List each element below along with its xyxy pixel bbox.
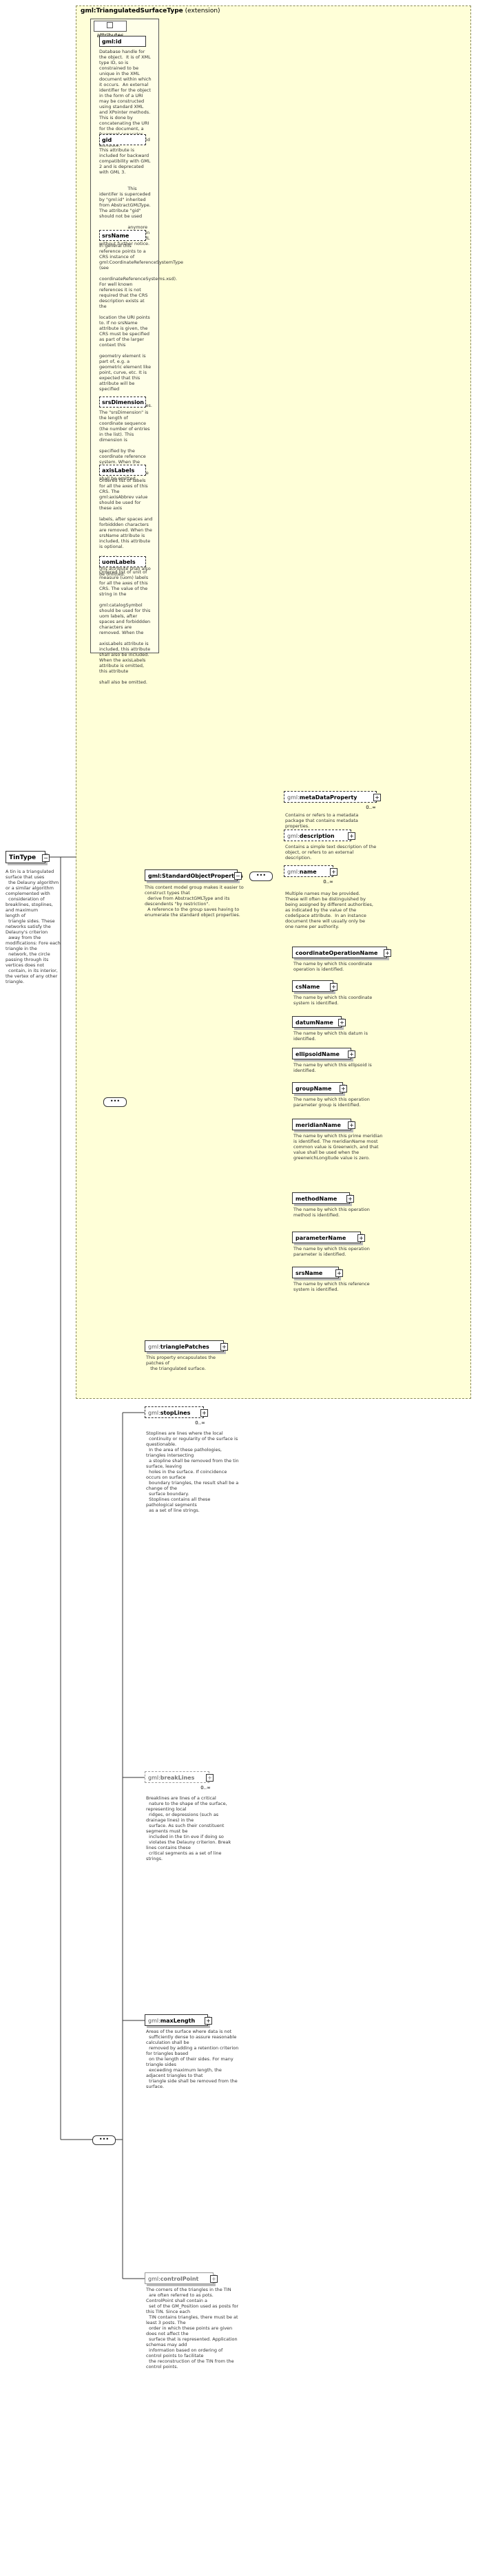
element-srsname[interactable]: srsName + <box>292 1267 343 1278</box>
attribute-gml-id[interactable]: gml:id <box>99 36 146 47</box>
expand-icon[interactable]: + <box>330 983 337 991</box>
element-description-node[interactable]: gml:description + <box>284 830 355 841</box>
expand-icon[interactable]: + <box>348 1121 355 1129</box>
expand-icon[interactable]: + <box>338 1019 346 1026</box>
element-description: Multiple names may be provided. These wi… <box>285 891 375 929</box>
expand-icon[interactable]: + <box>206 1774 214 1782</box>
sequence-compositor[interactable]: ••• <box>249 872 273 881</box>
expand-icon[interactable]: + <box>348 1051 355 1058</box>
cardinality-label: 0..∞ <box>323 879 333 885</box>
element-description: The name by which this coordinate system… <box>293 995 374 1006</box>
element-description: Stoplines are lines where the local cont… <box>146 1430 239 1513</box>
element-description: The name by which this operation paramet… <box>293 1246 371 1257</box>
expand-icon[interactable]: + <box>210 2275 218 2283</box>
element-description: The name by which this prime meridian is… <box>293 1133 383 1161</box>
element-description: The name by which this datum is identifi… <box>293 1031 370 1042</box>
expand-icon[interactable]: + <box>384 949 391 957</box>
type-derivation: (extension) <box>185 8 220 14</box>
element-description: The name by which this reference system … <box>293 1281 371 1292</box>
attribute-gid[interactable]: gid <box>99 134 146 145</box>
expand-icon[interactable]: − <box>42 854 50 862</box>
element-description: The name by which this ellipsoid is iden… <box>293 1062 373 1073</box>
element-trianglepatches[interactable]: gml:trianglePatches + <box>145 1340 228 1352</box>
element-description: Contains or refers to a metadata package… <box>285 812 360 829</box>
attribute-srsdimension[interactable]: srsDimension <box>99 397 146 408</box>
group-label: gml:StandardObjectProperties <box>148 873 243 879</box>
element-description: Areas of the surface where data is not s… <box>146 2029 239 2089</box>
standard-object-properties-description: This content model group makes it easier… <box>145 885 244 918</box>
root-element-tintype[interactable]: TinType − <box>6 851 50 863</box>
element-description: Breaklines are lines of a critical natur… <box>146 1795 231 1861</box>
element-description: Contains a simple text description of th… <box>285 844 378 861</box>
cardinality-label: 0..∞ <box>366 805 376 810</box>
expand-icon[interactable]: + <box>205 2017 212 2025</box>
element-controlpoint[interactable]: gml:controlPoint + <box>145 2272 218 2284</box>
element-parametername[interactable]: parameterName + <box>292 1232 365 1243</box>
attribute-uomlabels[interactable]: uomLabels <box>99 556 146 567</box>
expand-icon[interactable]: + <box>357 1234 365 1242</box>
cardinality-label: 0..∞ <box>200 1785 211 1791</box>
type-title: gml:TriangulatedSurfaceType (extension) <box>81 8 220 14</box>
expand-icon[interactable]: + <box>373 794 381 801</box>
element-coordinateoperationname[interactable]: coordinateOperationName + <box>292 947 391 958</box>
sequence-compositor[interactable]: ••• <box>92 2135 116 2145</box>
attribute-srsname-description: In general this reference points to a CR… <box>99 243 183 408</box>
element-name[interactable]: gml:name + <box>284 865 337 877</box>
element-groupname[interactable]: groupName + <box>292 1082 347 1094</box>
element-stoplines[interactable]: gml:stopLines + <box>145 1406 208 1418</box>
root-description: A tin is a triangulated surface that use… <box>6 869 61 984</box>
expand-icon[interactable]: + <box>348 832 355 840</box>
attribute-axislabels[interactable]: axisLabels <box>99 465 146 476</box>
element-maxlength[interactable]: gml:maxLength + <box>145 2014 212 2026</box>
element-metadataproperty[interactable]: gml:metaDataProperty + <box>284 791 381 803</box>
attribute-uomlabels-description: Ordered list of unit of measure (uom) la… <box>99 569 151 685</box>
cardinality-label: 0..∞ <box>195 1420 205 1426</box>
element-description: The name by which this operation paramet… <box>293 1097 371 1108</box>
attribute-gml-id-description: Database handle for the object. It is of… <box>99 49 152 148</box>
element-breaklines[interactable]: gml:breakLines + <box>145 1771 214 1783</box>
expand-icon[interactable]: − <box>234 872 242 880</box>
element-ellipsoidname[interactable]: ellipsoidName + <box>292 1048 355 1059</box>
element-meridianname[interactable]: meridianName + <box>292 1119 355 1130</box>
element-methodname[interactable]: methodName + <box>292 1192 354 1204</box>
expand-icon[interactable]: + <box>340 1085 347 1092</box>
expand-icon[interactable]: + <box>335 1269 343 1277</box>
attributes-collapse-icon[interactable] <box>106 22 113 28</box>
element-description: The corners of the triangles in the TIN … <box>146 2287 239 2369</box>
expand-icon[interactable]: + <box>200 1409 208 1417</box>
type-qname: gml:TriangulatedSurfaceType <box>81 8 183 14</box>
sequence-compositor[interactable]: ••• <box>103 1097 127 1107</box>
standard-object-properties-group[interactable]: gml:StandardObjectProperties − <box>145 869 243 881</box>
element-description: The name by which this coordinate operat… <box>293 961 374 972</box>
root-element-label: TinType <box>9 854 37 861</box>
element-csname[interactable]: csName + <box>292 980 337 992</box>
element-description: This property encapsulates the patches o… <box>146 1355 216 1371</box>
expand-icon[interactable]: + <box>220 1343 228 1351</box>
expand-icon[interactable]: + <box>330 868 337 876</box>
attribute-srsname[interactable]: srsName <box>99 230 146 241</box>
expand-icon[interactable]: + <box>346 1195 354 1203</box>
element-description: The name by which this operation method … <box>293 1207 371 1218</box>
element-datumname[interactable]: datumName + <box>292 1016 346 1028</box>
